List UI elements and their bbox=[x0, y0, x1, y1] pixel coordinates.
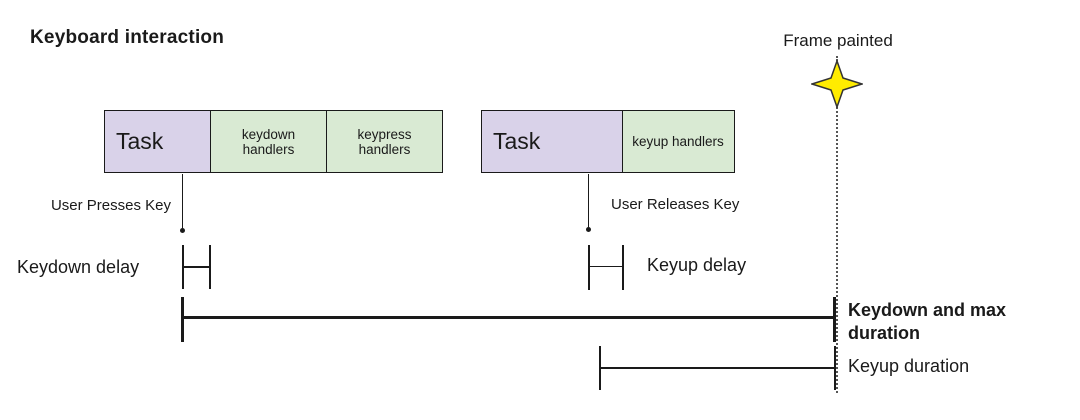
keyup-handlers-box: keyup handlers bbox=[621, 110, 735, 173]
keyup-handlers-label: keyup handlers bbox=[632, 134, 724, 149]
frame-painted-dotted-line bbox=[836, 56, 838, 393]
keyup-delay-left-tick bbox=[588, 245, 590, 290]
task-box-keydown: Task bbox=[104, 110, 211, 173]
keydown-handlers-box: keydown handlers bbox=[209, 110, 328, 173]
user-releases-key-label: User Releases Key bbox=[611, 196, 740, 213]
keypress-handlers-label: keypress handlers bbox=[357, 126, 412, 157]
keyup-duration-right-cap bbox=[834, 346, 836, 390]
frame-painted-star-icon bbox=[811, 60, 863, 108]
user-presses-key-label: User Presses Key bbox=[50, 197, 171, 214]
keydown-delay-span-line bbox=[182, 266, 211, 268]
keyup-duration-label: Keyup duration bbox=[848, 356, 970, 376]
task-label: Task bbox=[116, 128, 164, 154]
keyup-task-bar: Task keyup handlers bbox=[481, 110, 735, 173]
keydown-duration-left-cap bbox=[181, 297, 184, 342]
keydown-duration-label: Keydown and max duration bbox=[848, 300, 1007, 343]
star-shape bbox=[811, 60, 863, 108]
release-arrow-dot-icon bbox=[585, 227, 591, 232]
keyup-delay-label: Keyup delay bbox=[647, 255, 747, 275]
press-arrow-dot-icon bbox=[179, 228, 185, 233]
press-arrow-line bbox=[181, 174, 183, 228]
release-arrow-line bbox=[587, 174, 589, 227]
keyup-delay-right-tick bbox=[622, 245, 624, 290]
keypress-handlers-box: keypress handlers bbox=[326, 110, 443, 173]
keydown-duration-right-cap bbox=[833, 297, 836, 342]
frame-painted-label: Frame painted bbox=[783, 31, 893, 50]
keyup-duration-line bbox=[600, 367, 835, 369]
task-box-keyup: Task bbox=[481, 110, 623, 173]
diagram-title: Keyboard interaction bbox=[30, 27, 225, 48]
keydown-delay-label: Keydown delay bbox=[17, 257, 140, 277]
keyup-delay-span-line bbox=[588, 265, 624, 267]
keydown-duration-line bbox=[182, 316, 835, 319]
keydown-handlers-label: keydown handlers bbox=[241, 126, 296, 157]
task-label: Task bbox=[493, 128, 541, 154]
keydown-task-bar: Task keydown handlers keypress handlers bbox=[104, 110, 443, 173]
